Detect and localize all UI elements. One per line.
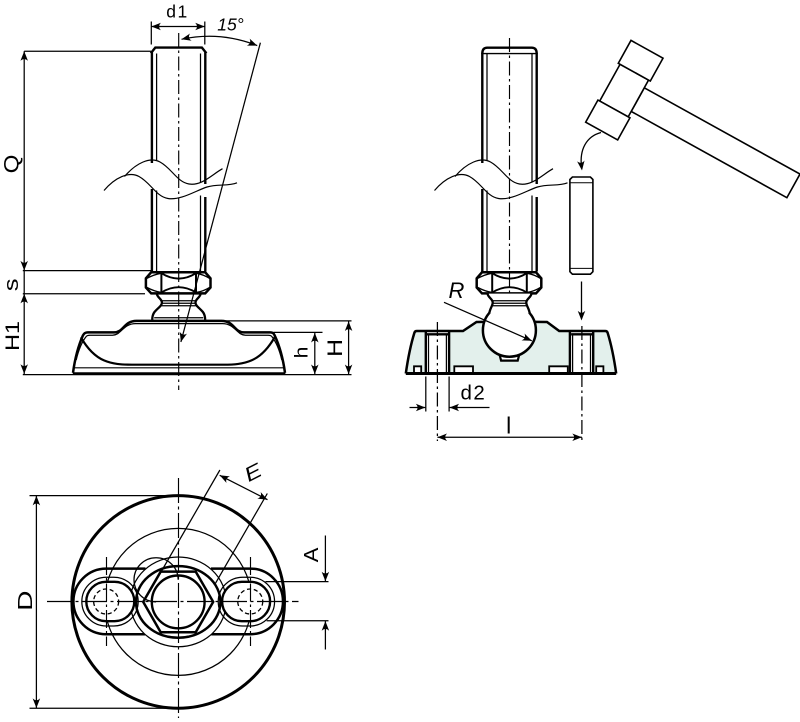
svg-text:H1: H1 [2,321,24,351]
svg-text:H: H [323,339,347,357]
svg-text:d1: d1 [166,2,188,22]
svg-text:d2: d2 [460,381,486,404]
svg-text:Q: Q [0,155,23,174]
svg-text:s: s [0,278,22,291]
svg-text:D: D [15,591,37,611]
svg-text:h: h [292,347,313,359]
svg-text:R: R [449,278,465,303]
svg-text:E: E [241,459,267,487]
svg-text:l: l [506,412,511,438]
svg-text:15°: 15° [217,15,243,35]
svg-text:A: A [301,548,323,563]
